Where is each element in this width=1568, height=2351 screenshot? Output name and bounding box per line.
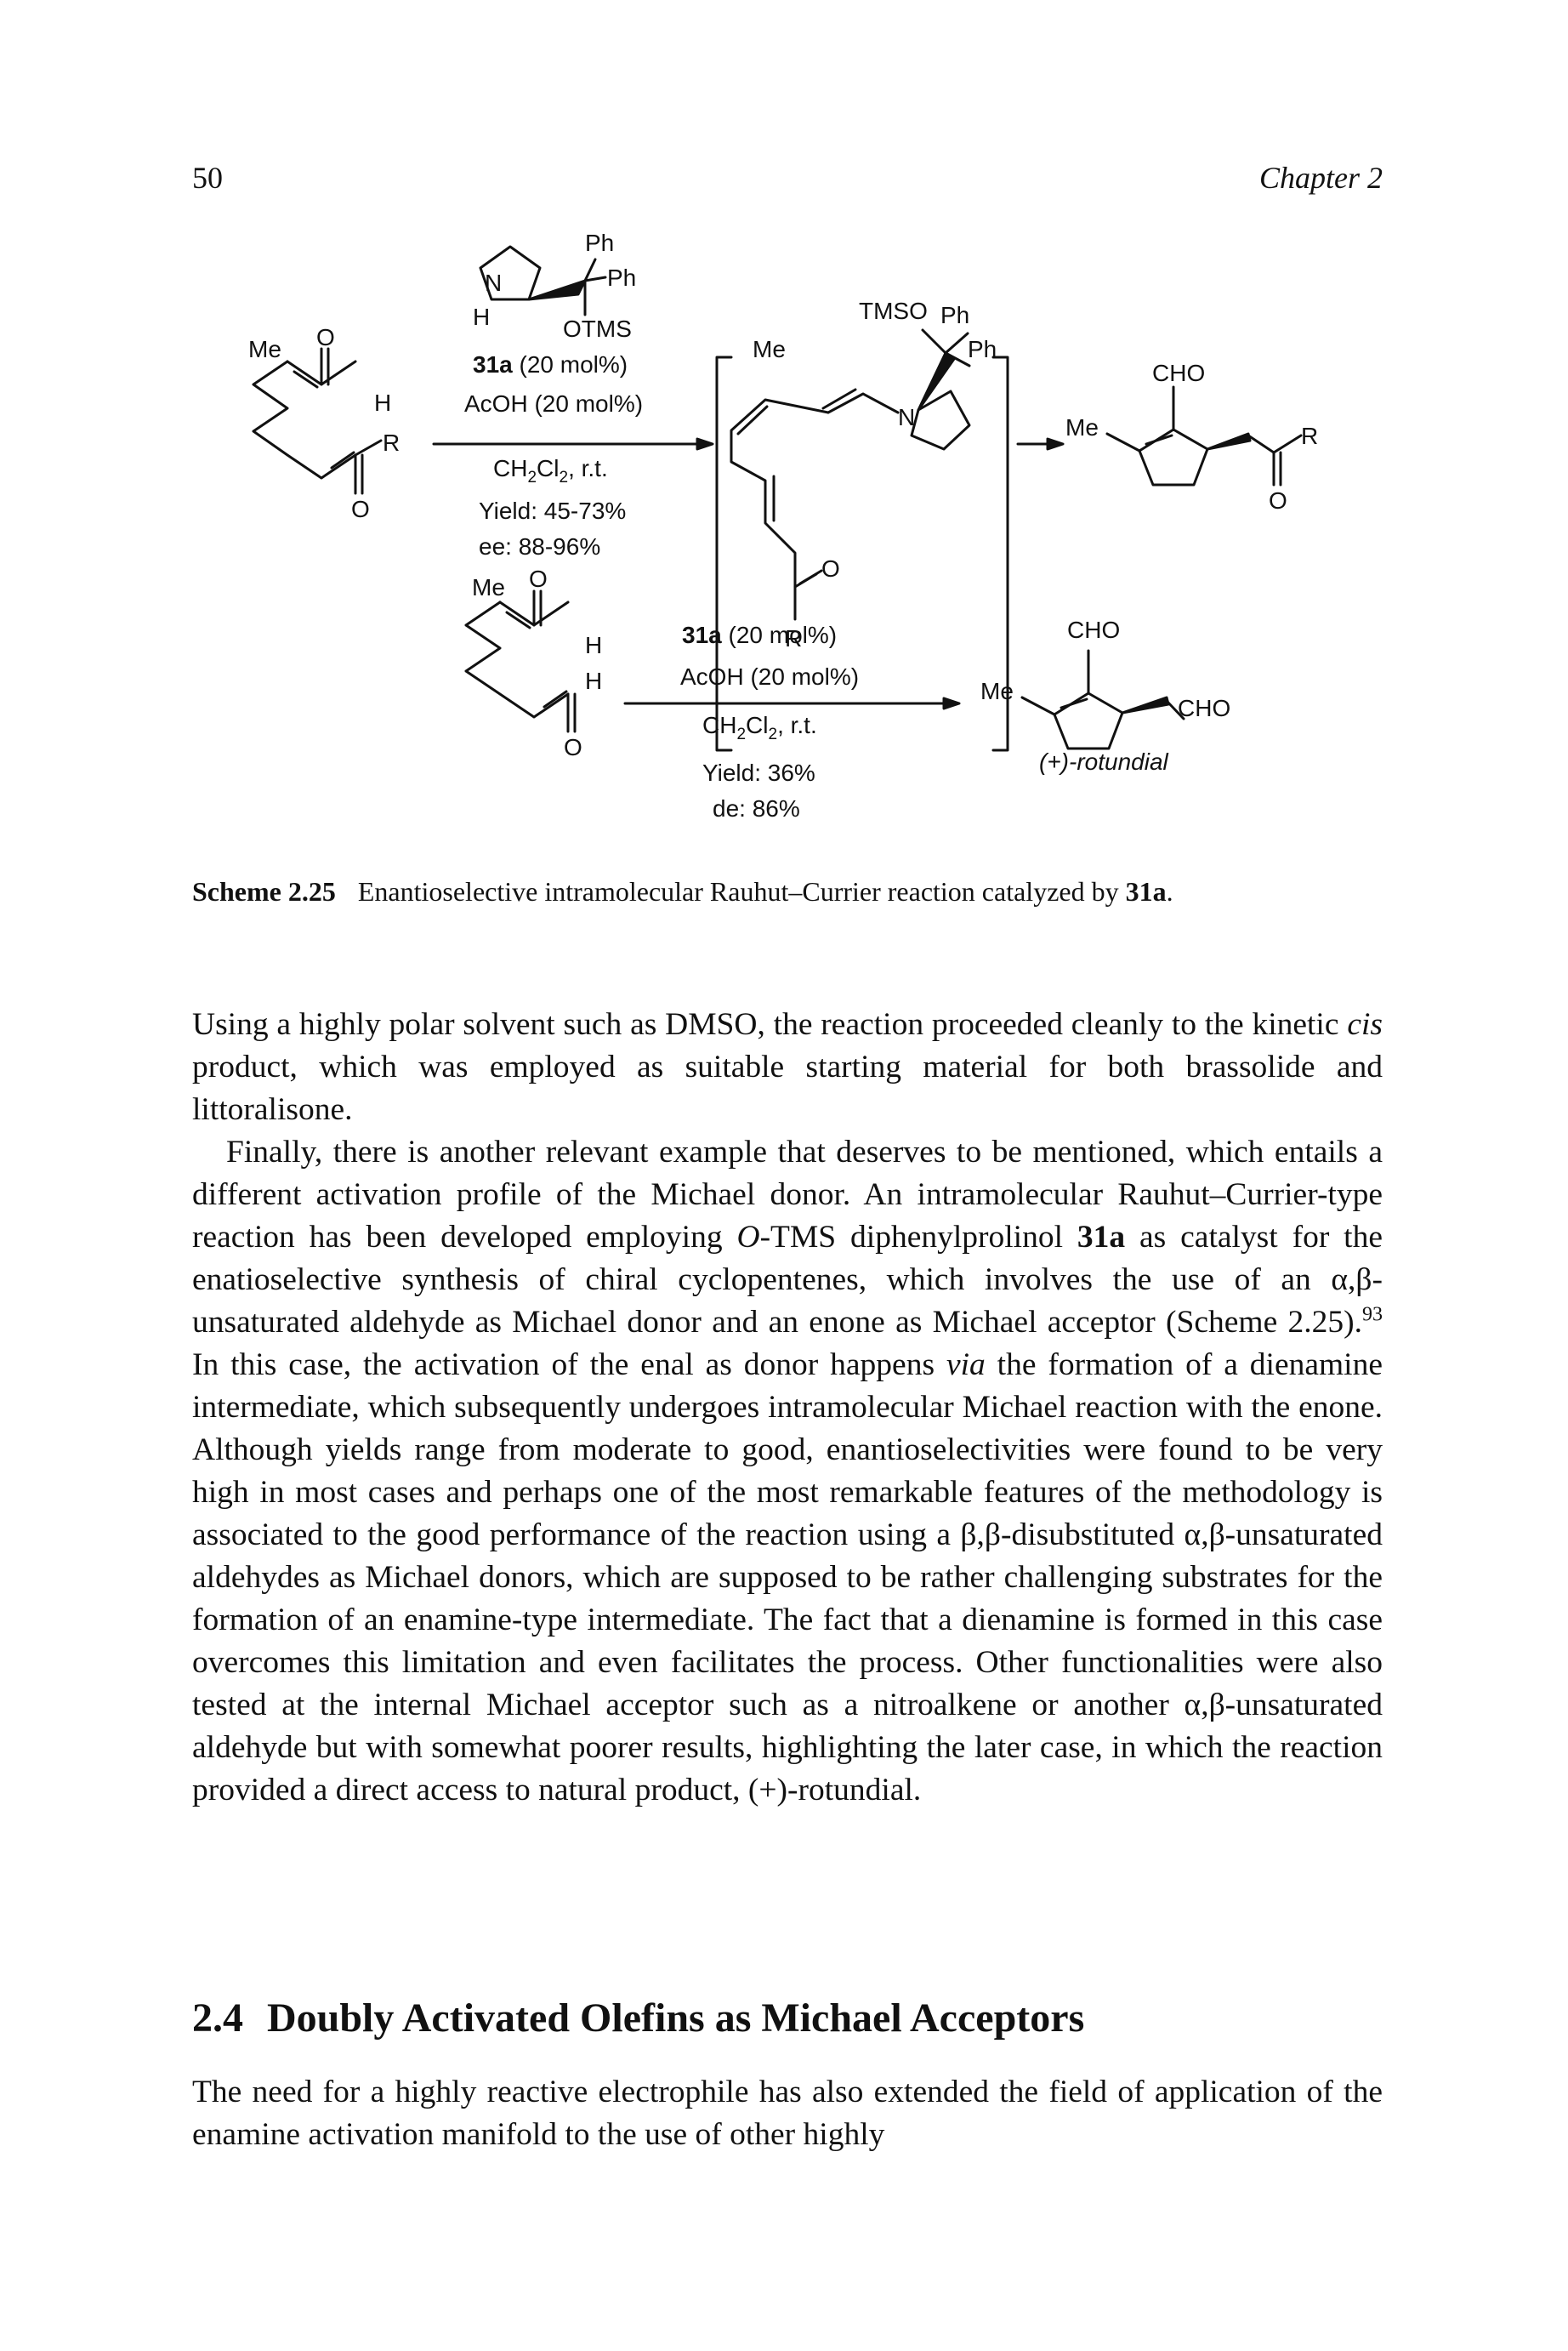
bottom-solvent-a: CH	[702, 712, 736, 738]
p2-catalyst: 31a	[1077, 1220, 1126, 1255]
top-substrate-h: H	[374, 390, 391, 416]
p1-b: product, which was employed as suitable …	[192, 1050, 1383, 1127]
intermediate-tmso: TMSO	[859, 298, 928, 324]
bottom-de: de: 86%	[713, 795, 800, 822]
section-title: Doubly Activated Olefins as Michael Acce…	[267, 1995, 1085, 2041]
bottom-cond-acid: AcOH (20 mol%)	[680, 663, 859, 690]
bottom-substrate-h2: H	[585, 668, 602, 694]
paragraph-3: The need for a highly reactive electroph…	[192, 2075, 1383, 2152]
bottom-substrate-o2: O	[564, 734, 582, 760]
top-solvent-b: Cl	[537, 455, 559, 481]
top-product-me: Me	[1065, 414, 1099, 441]
rotundial-cho2: CHO	[1178, 695, 1230, 721]
top-ee: ee: 88-96%	[479, 533, 600, 560]
scheme-caption: Scheme 2.25 Enantioselective intramolecul…	[192, 876, 1383, 908]
reaction-scheme-drawing: Me O H R O Ph Ph N H OTMS 31a (20 mol%) …	[248, 230, 1318, 822]
intermediate-r: R	[785, 625, 802, 652]
intermediate-ph1: Ph	[940, 302, 969, 328]
p1-cis: cis	[1347, 1007, 1383, 1042]
catalyst-n: N	[485, 270, 502, 296]
intermediate-o: O	[821, 555, 840, 582]
bottom-cond-catalyst-id: 31a	[682, 622, 722, 648]
p2-d: In this case, the activation of the enal…	[192, 1347, 946, 1382]
rotundial-cho1: CHO	[1067, 617, 1120, 643]
bottom-cond-catalyst: 31a (20 mol%)	[682, 622, 837, 648]
top-solvent-c: , r.t.	[568, 455, 608, 481]
top-cond-catalyst-id: 31a	[473, 351, 513, 378]
bottom-cond-solvent: CH2Cl2, r.t.	[702, 712, 817, 743]
page-number: 50	[192, 161, 223, 195]
rotundial-me: Me	[980, 678, 1014, 704]
bottom-solvent-sub2: 2	[768, 726, 777, 743]
top-substrate-r: R	[383, 430, 400, 456]
caption-text: Enantioselective intramolecular Rauhut–C…	[357, 876, 1126, 907]
top-yield: Yield: 45-73%	[479, 498, 626, 524]
top-product-o: O	[1269, 487, 1287, 514]
p2-b: -TMS diphenylprolinol	[759, 1220, 1077, 1255]
bottom-substrate-h1: H	[585, 632, 602, 658]
paragraph-2: Finally, there is another relevant examp…	[192, 1131, 1383, 1812]
reaction-scheme: Me O H R O Ph Ph N H OTMS 31a (20 mol%) …	[0, 221, 1568, 868]
rotundial-name: (+)-rotundial	[1039, 749, 1169, 775]
p2-ref: 93	[1362, 1303, 1383, 1326]
top-product-cho: CHO	[1152, 360, 1205, 386]
top-cond-catalyst: 31a (20 mol%)	[473, 351, 628, 378]
bottom-solvent-b: Cl	[746, 712, 768, 738]
intermediate-n: N	[898, 404, 915, 430]
bottom-solvent-sub1: 2	[736, 726, 746, 743]
caption-end: .	[1166, 876, 1173, 907]
catalyst-h: H	[473, 304, 490, 330]
bottom-substrate-me: Me	[472, 574, 505, 601]
section-number: 2.4	[192, 1995, 243, 2041]
top-solvent-sub1: 2	[527, 469, 537, 487]
bottom-substrate-o1: O	[529, 566, 548, 592]
catalyst-ph2: Ph	[607, 265, 636, 291]
caption-label: Scheme 2.25	[192, 876, 336, 907]
top-substrate-o1: O	[316, 324, 335, 350]
top-solvent-a: CH	[493, 455, 527, 481]
top-solvent-sub2: 2	[559, 469, 568, 487]
bottom-yield: Yield: 36%	[702, 760, 815, 786]
top-cond-solvent: CH2Cl2, r.t.	[493, 455, 608, 487]
top-substrate-o2: O	[351, 496, 370, 522]
intermediate-ph2: Ph	[968, 336, 997, 362]
p2-o: O	[736, 1220, 760, 1255]
bottom-solvent-c: , r.t.	[777, 712, 817, 738]
p1-a: Using a highly polar solvent such as DMS…	[192, 1007, 1348, 1042]
top-product-r: R	[1301, 423, 1318, 449]
top-cond-catalyst-loading: (20 mol%)	[513, 351, 628, 378]
catalyst-ph1: Ph	[585, 230, 614, 256]
caption-catalyst: 31a	[1125, 876, 1167, 907]
paragraph-1: Using a highly polar solvent such as DMS…	[192, 1004, 1383, 1131]
intermediate-me: Me	[753, 336, 786, 362]
top-cond-acid: AcOH (20 mol%)	[464, 390, 643, 417]
bottom-cond-catalyst-loading: (20 mol%)	[722, 622, 837, 648]
p2-a: Finally, there is another relevant examp…	[192, 1135, 1383, 1255]
section-heading: 2.4 Doubly Activated Olefins as Michael A…	[192, 1995, 1084, 2041]
top-substrate-me: Me	[248, 336, 281, 362]
p2-e: the formation of a dienamine intermediat…	[192, 1347, 1383, 1807]
running-title: Chapter 2	[1258, 161, 1383, 195]
p2-via: via	[946, 1347, 986, 1382]
p2-c: as catalyst for the enatioselective synt…	[192, 1220, 1383, 1340]
catalyst-otms: OTMS	[563, 316, 632, 342]
